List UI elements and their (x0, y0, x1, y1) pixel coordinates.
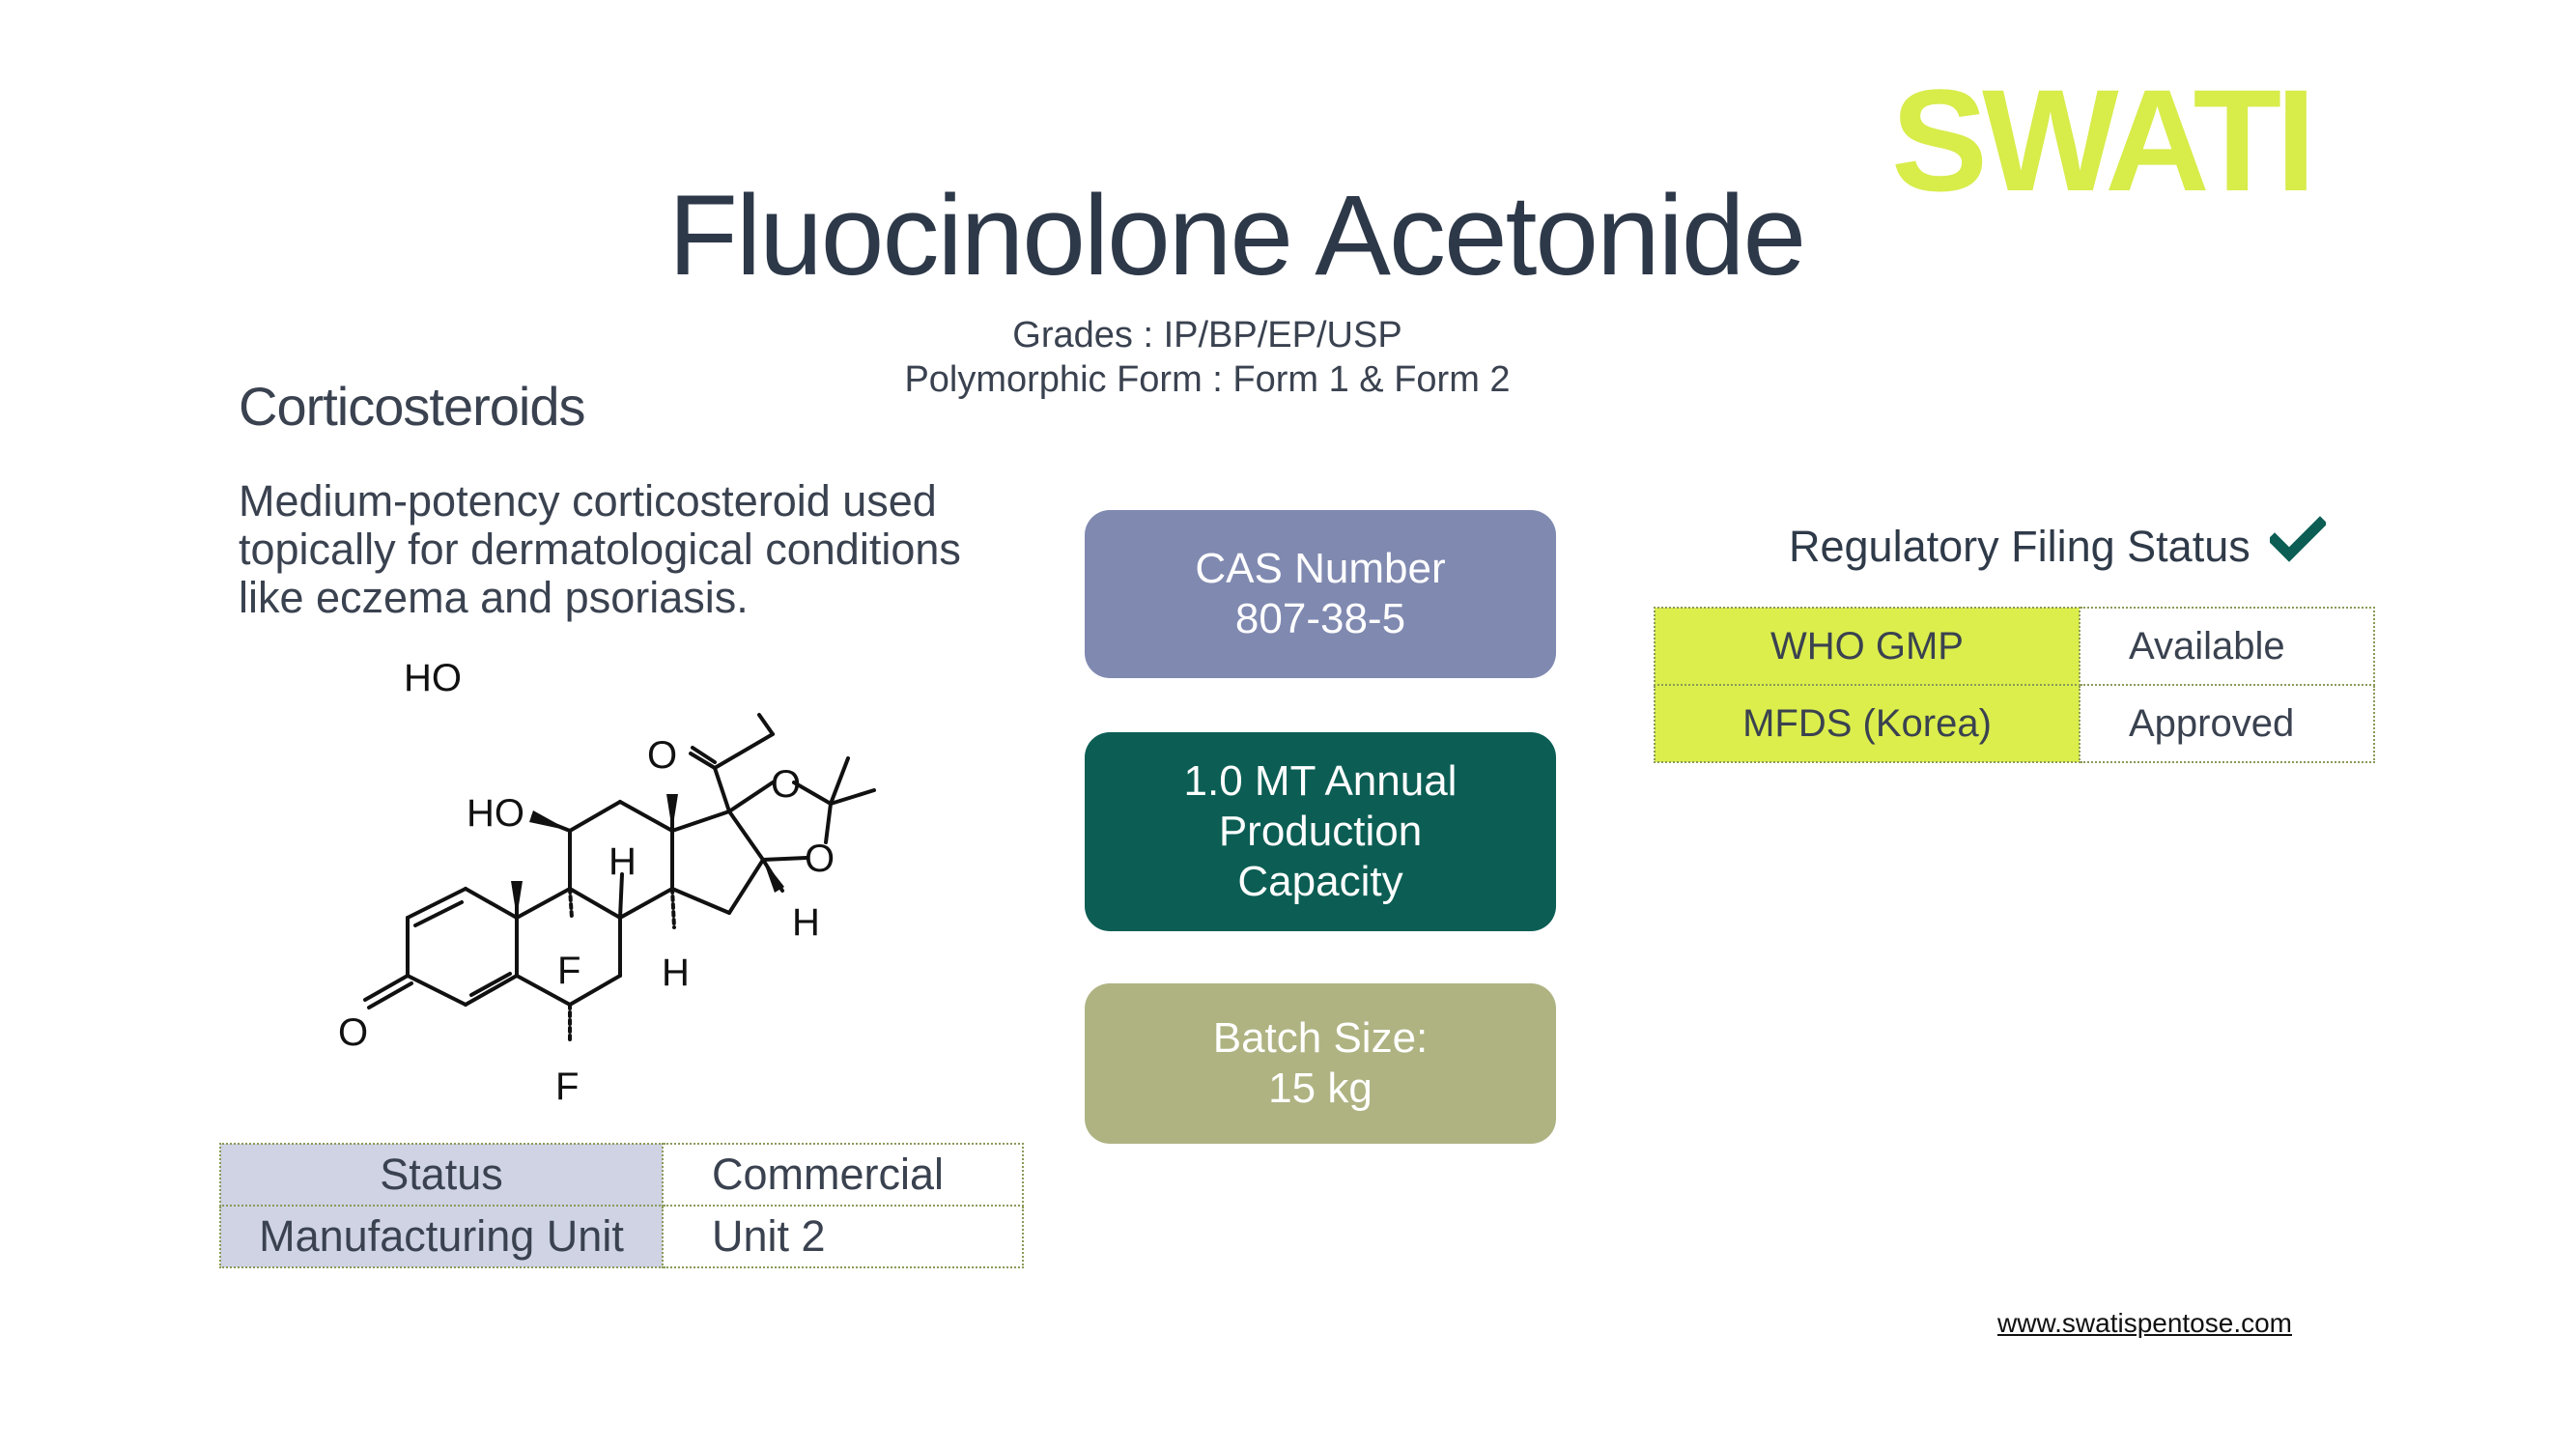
table-row: WHO GMP Available (1654, 607, 2375, 686)
batch-size-card: Batch Size: 15 kg (1085, 983, 1556, 1144)
atom-label: O (338, 1011, 368, 1054)
capacity-line-2: Production (1218, 808, 1423, 855)
atom-label: H (792, 901, 820, 944)
status-value: Commercial (662, 1143, 1024, 1207)
page-title: Fluocinolone Acetonide (667, 172, 1806, 299)
category-heading: Corticosteroids (239, 376, 585, 437)
who-gmp-key: WHO GMP (1654, 607, 2081, 686)
mfds-value: Approved (2079, 684, 2375, 763)
brand-logo: SWATI (1891, 59, 2316, 221)
website-link[interactable]: www.swatispentose.com (1997, 1308, 2293, 1338)
cas-label: CAS Number (1195, 545, 1446, 592)
table-row: Manufacturing Unit Unit 2 (219, 1205, 1024, 1268)
status-table: Status Commercial Manufacturing Unit Uni… (219, 1143, 1024, 1268)
regulatory-table: WHO GMP Available MFDS (Korea) Approved (1654, 607, 2375, 763)
production-capacity-card: 1.0 MT Annual Production Capacity (1085, 732, 1556, 931)
status-key: Status (219, 1143, 664, 1207)
atom-label: HO (404, 657, 462, 699)
atom-label: F (555, 1065, 579, 1108)
mfds-key: MFDS (Korea) (1654, 684, 2081, 763)
capacity-line-1: 1.0 MT Annual (1183, 757, 1458, 805)
product-description: Medium-potency corticosteroid used topic… (239, 476, 961, 622)
grades-line: Grades : IP/BP/EP/USP (1012, 315, 1402, 355)
batch-value: 15 kg (1268, 1065, 1373, 1112)
table-row: Status Commercial (219, 1143, 1024, 1207)
polymorphic-form-line: Polymorphic Form : Form 1 & Form 2 (904, 359, 1511, 400)
who-gmp-value: Available (2079, 607, 2375, 686)
regulatory-heading: Regulatory Filing Status (1789, 522, 2250, 571)
table-row: MFDS (Korea) Approved (1654, 684, 2375, 763)
atom-label: HO (467, 792, 524, 835)
atom-label: O (647, 734, 677, 777)
atom-label: H (662, 952, 690, 994)
atom-label: H (609, 840, 637, 883)
manufacturing-unit-value: Unit 2 (662, 1205, 1024, 1268)
chemical-structure-diagram: HO O HO O O H H F H O F (338, 657, 876, 1108)
cas-number-card: CAS Number 807-38-5 (1085, 510, 1556, 678)
atom-label: O (805, 838, 835, 880)
atom-label: O (771, 763, 801, 806)
batch-label: Batch Size: (1212, 1014, 1429, 1062)
cas-value: 807-38-5 (1234, 595, 1406, 642)
atom-label: F (557, 950, 580, 992)
manufacturing-unit-key: Manufacturing Unit (219, 1205, 664, 1268)
checkmark-icon (2270, 516, 2326, 562)
capacity-line-3: Capacity (1237, 858, 1403, 905)
